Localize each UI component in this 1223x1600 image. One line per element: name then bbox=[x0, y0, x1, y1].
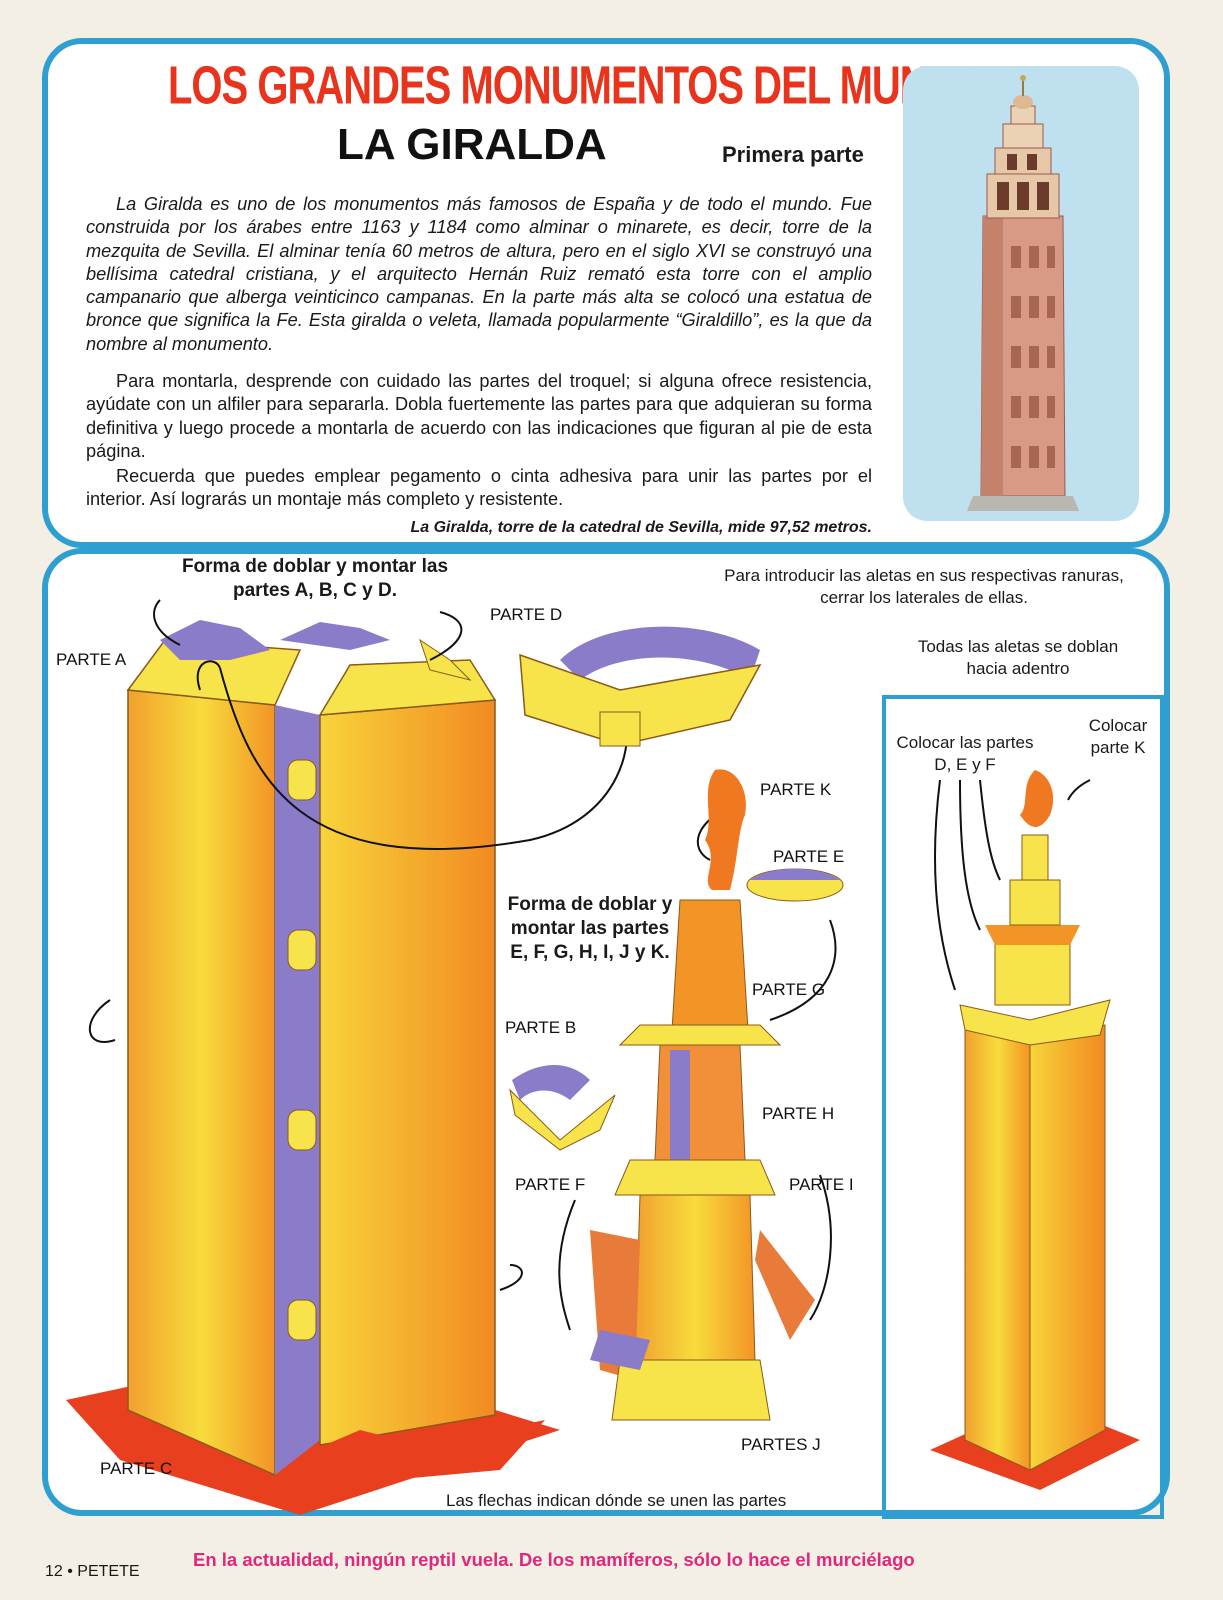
label-part-b: PARTE B bbox=[505, 1018, 577, 1037]
note-flechas: Las flechas indican dónde se unen las pa… bbox=[446, 1491, 787, 1510]
series-title: LOS GRANDES MONUMENTOS DEL MUNDO bbox=[168, 56, 987, 116]
label-part-a: PARTE A bbox=[56, 650, 127, 669]
heading-efghijk: Forma de doblar y montar las partes E, F… bbox=[507, 894, 673, 963]
label-part-c: PARTE C bbox=[100, 1459, 173, 1478]
instructions-paragraph-1: Para montarla, desprende con cuidado las… bbox=[86, 371, 872, 461]
heading-abcd: Forma de doblar y montar las partes A, B… bbox=[181, 556, 449, 601]
note-aletas: Para introducir las aletas en sus respec… bbox=[724, 566, 1124, 607]
instructions-paragraph-2: Recuerda que puedes emplear pegamento o … bbox=[86, 466, 872, 510]
note-todas-aletas: Todas las aletas se doblan hacia adentro bbox=[917, 637, 1119, 678]
giralda-photo bbox=[903, 66, 1139, 521]
label-part-g: PARTE G bbox=[752, 980, 826, 999]
page-title: LA GIRALDA bbox=[337, 120, 607, 169]
label-partes-j: PARTES J bbox=[741, 1435, 821, 1454]
giralda-tower-illustration bbox=[967, 75, 1079, 511]
intro-text-block: La Giralda es uno de los monumentos más … bbox=[86, 193, 872, 358]
photo-caption: La Giralda, torre de la catedral de Sevi… bbox=[410, 519, 872, 536]
label-part-i: PARTE I bbox=[789, 1175, 854, 1194]
label-part-e: PARTE E bbox=[773, 847, 845, 866]
page-subtitle: Primera parte bbox=[722, 142, 864, 167]
footer-fact: En la actualidad, ningún reptil vuela. D… bbox=[193, 1549, 915, 1570]
label-part-h: PARTE H bbox=[762, 1104, 835, 1123]
inset-label-def: Colocar las partes D, E y F bbox=[896, 733, 1034, 774]
label-part-k: PARTE K bbox=[760, 780, 832, 799]
assembly-panel bbox=[42, 548, 1170, 1516]
label-part-f: PARTE F bbox=[515, 1175, 586, 1194]
intro-paragraph: La Giralda es uno de los monumentos más … bbox=[86, 194, 872, 354]
instructions-text-block: Para montarla, desprende con cuidado las… bbox=[86, 370, 872, 514]
page-number: 12 • PETETE bbox=[45, 1563, 140, 1580]
label-part-d: PARTE D bbox=[490, 605, 563, 624]
inset-label-k: Colocar parte K bbox=[1088, 716, 1148, 757]
